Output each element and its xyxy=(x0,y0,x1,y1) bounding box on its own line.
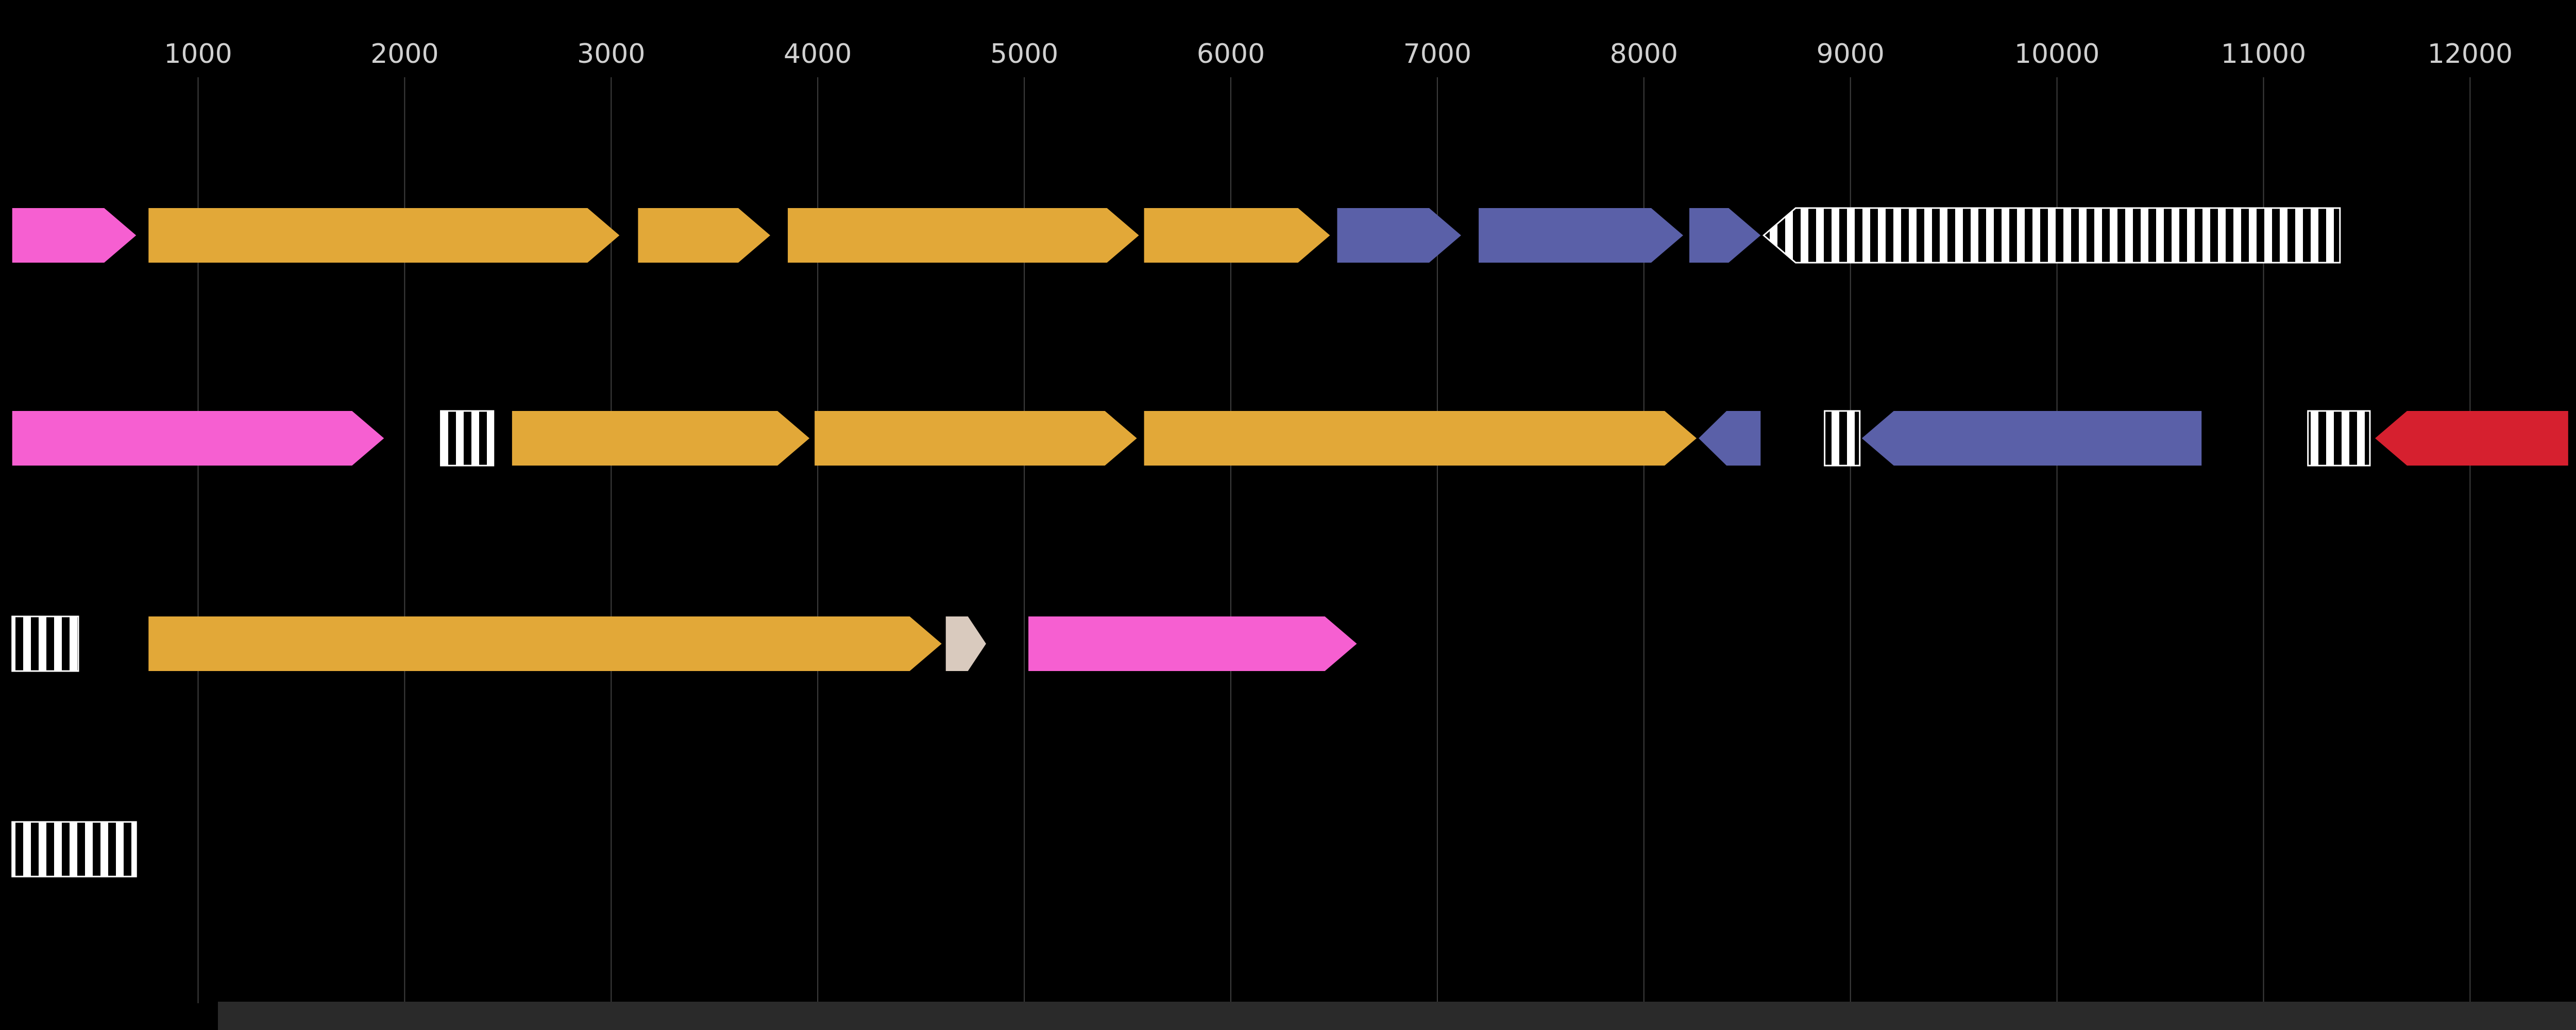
gene-feature[interactable] xyxy=(815,411,1137,466)
gene-feature[interactable] xyxy=(788,208,1139,263)
gene-feature[interactable] xyxy=(2375,411,2568,466)
axis-tick-label: 11000 xyxy=(2221,39,2306,70)
gene-feature[interactable] xyxy=(1699,411,1761,466)
axis-tick-label: 4000 xyxy=(784,39,852,70)
gene-feature[interactable] xyxy=(440,410,495,467)
gene-feature[interactable] xyxy=(1861,411,2202,466)
gene-feature[interactable] xyxy=(945,616,986,671)
gene-feature[interactable] xyxy=(1762,207,2341,264)
axis-tick-label: 12000 xyxy=(2428,39,2513,70)
feature-track xyxy=(12,410,2568,467)
axis-tick-label: 8000 xyxy=(1610,39,1678,70)
gene-feature[interactable] xyxy=(1479,208,1683,263)
feature-track xyxy=(12,207,2341,264)
gene-feature[interactable] xyxy=(1689,208,1761,263)
gene-feature[interactable] xyxy=(638,208,770,263)
axis-tick-label: 6000 xyxy=(1197,39,1265,70)
gene-feature[interactable] xyxy=(12,208,137,263)
axis-tick-label: 9000 xyxy=(1817,39,1885,70)
axis-tick-label: 1000 xyxy=(164,39,232,70)
feature-track xyxy=(11,615,1357,672)
axis-tick-label: 5000 xyxy=(990,39,1058,70)
gene-feature[interactable] xyxy=(1144,208,1330,263)
gene-feature[interactable] xyxy=(1824,410,1861,467)
gene-feature[interactable] xyxy=(512,411,810,466)
gene-feature[interactable] xyxy=(1337,208,1462,263)
feature-layer xyxy=(11,207,2568,878)
gene-feature[interactable] xyxy=(12,411,384,466)
misc-layer xyxy=(218,1002,2576,1030)
axis-label-layer: 1000 2000 3000 4000 5000 6000 7000 8000 9000 1000… xyxy=(164,39,2513,70)
gene-feature[interactable] xyxy=(1144,411,1697,466)
axis-tick-label: 3000 xyxy=(577,39,645,70)
gene-feature[interactable] xyxy=(11,615,79,672)
gene-feature[interactable] xyxy=(2307,410,2371,467)
axis-tick-label: 7000 xyxy=(1403,39,1471,70)
feature-track xyxy=(11,821,137,878)
axis-tick-label: 10000 xyxy=(2014,39,2099,70)
gene-feature[interactable] xyxy=(11,821,137,878)
bottom-bar xyxy=(218,1002,2576,1030)
gene-feature[interactable] xyxy=(148,208,620,263)
axis-tick-label: 2000 xyxy=(370,39,438,70)
gene-feature[interactable] xyxy=(148,616,942,671)
gene-feature[interactable] xyxy=(1028,616,1357,671)
